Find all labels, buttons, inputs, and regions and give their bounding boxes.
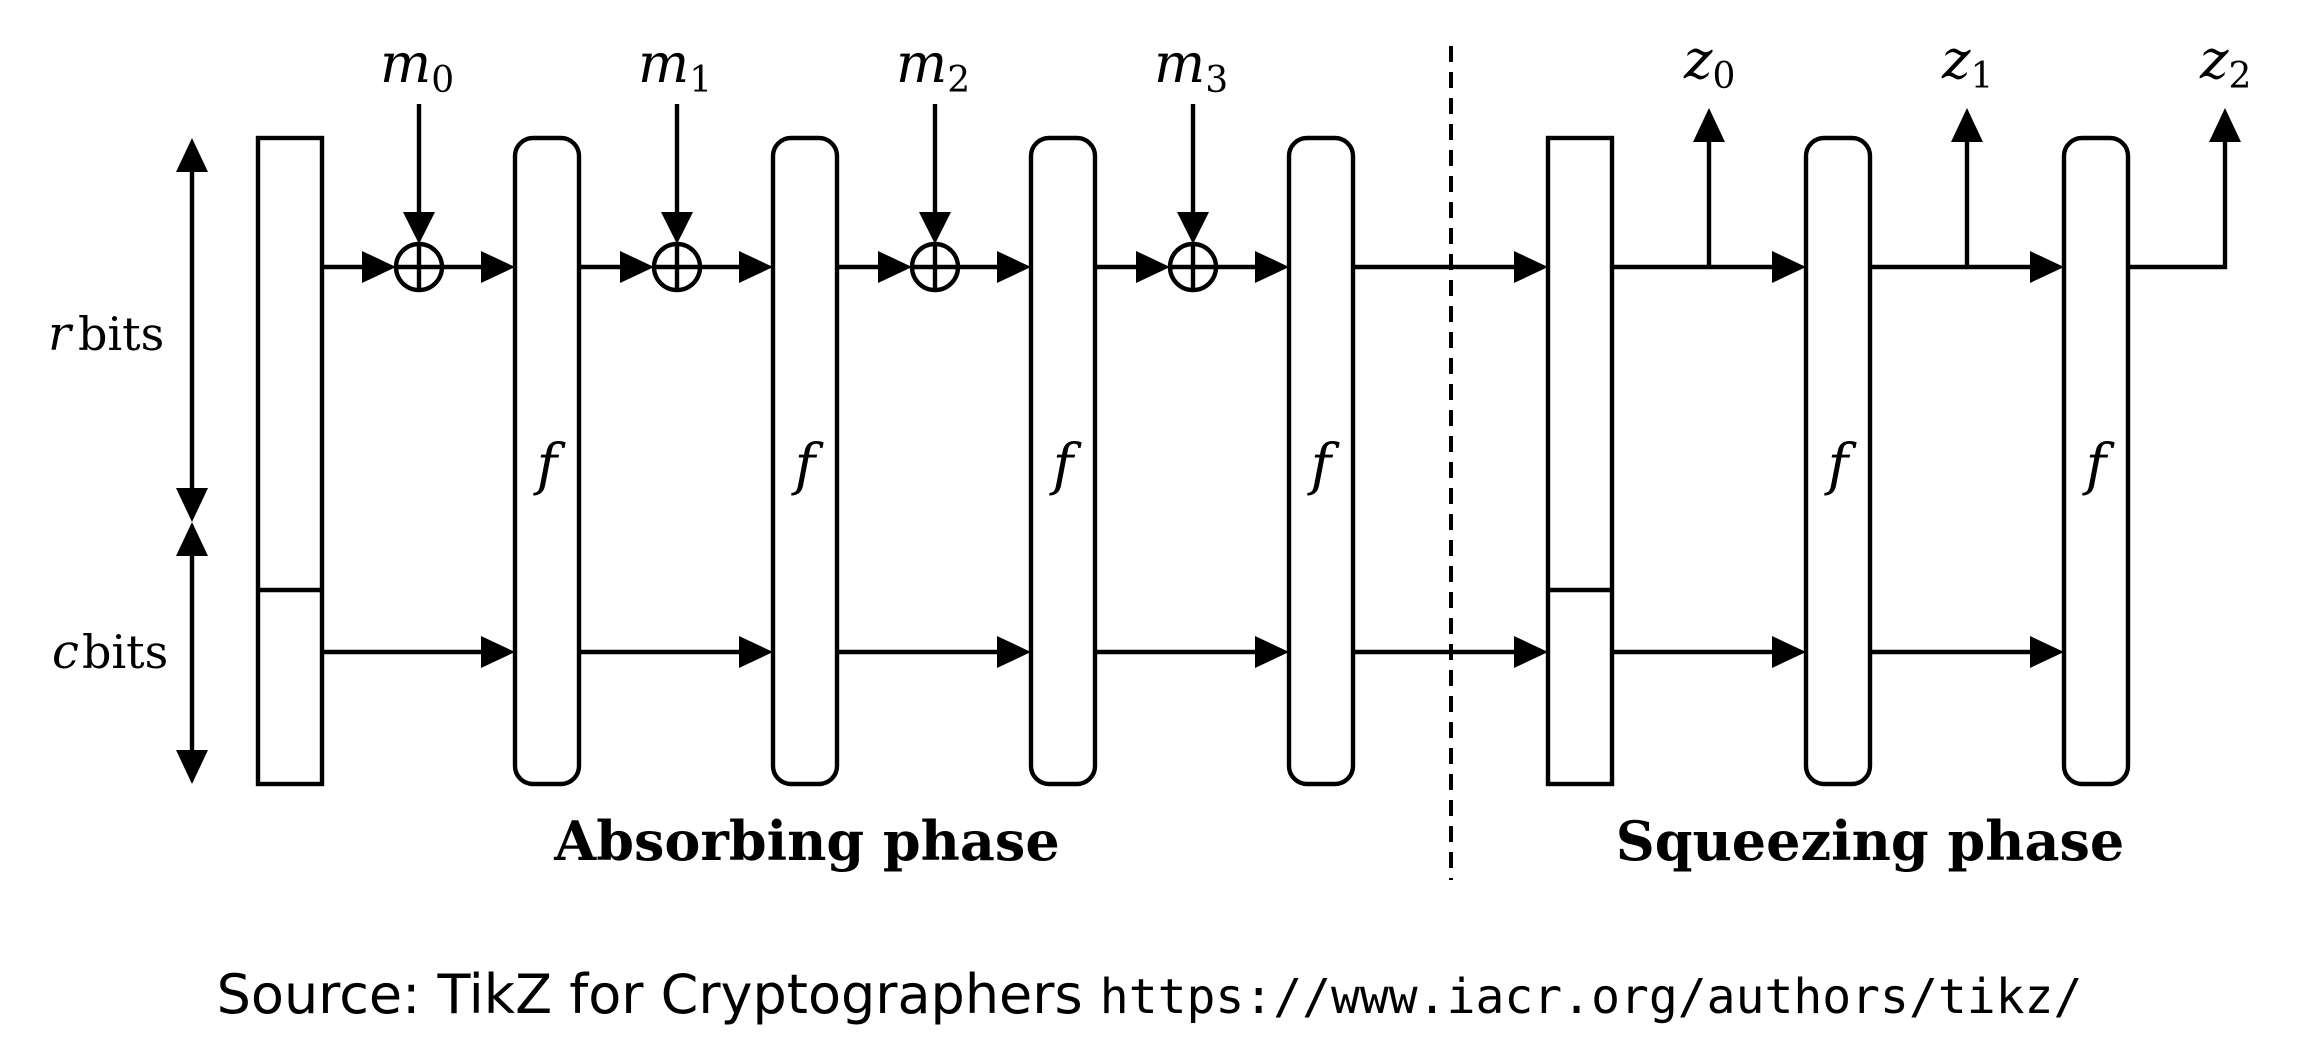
input-label-m3: m3 [1154,32,1228,101]
capacity-arrows [322,636,2064,668]
output-label-z1: z1 [1941,28,1993,97]
input-label-m0: m0 [380,32,454,101]
output-labels: z0 z1 z2 [1683,28,2251,97]
c-label-text: bits [82,625,168,679]
message-input-arrows [403,104,1209,244]
dimension-arrows [176,138,208,784]
c-label-var: c [52,624,79,680]
initial-state [255,135,325,787]
f-block-5 [1803,135,1873,787]
source-url-link[interactable]: https://www.iacr.org/authors/tikz/ [1099,969,2083,1025]
input-label-m1: m1 [638,32,712,101]
squeeze-state [1545,135,1615,787]
f-block-6 [2061,135,2131,787]
xor-node-0 [393,241,445,293]
xor-node-2 [909,241,961,293]
output-label-z0: z0 [1683,28,1735,97]
input-labels: m0 m1 m2 m3 [380,32,1228,101]
f-block-4 [1286,135,1356,787]
input-label-m2: m2 [896,32,970,101]
output-arrows [1693,108,2241,270]
xor-node-1 [651,241,703,293]
r-label-var: r [48,306,74,362]
source-caption: Source: TikZ for Cryptographers https://… [0,963,2299,1026]
f-block-1 [512,135,582,787]
output-label-z2: z2 [2199,28,2251,97]
r-label-text: bits [78,307,164,361]
f-block-2 [770,135,840,787]
xor-node-3 [1167,241,1219,293]
source-prefix: Source: TikZ for Cryptographers [216,963,1083,1026]
absorbing-phase-label: Absorbing phase [553,809,1059,873]
squeezing-phase-label: Squeezing phase [1616,809,2125,873]
f-block-3 [1028,135,1098,787]
rate-arrows [322,251,2064,283]
f-blocks [512,135,2131,787]
